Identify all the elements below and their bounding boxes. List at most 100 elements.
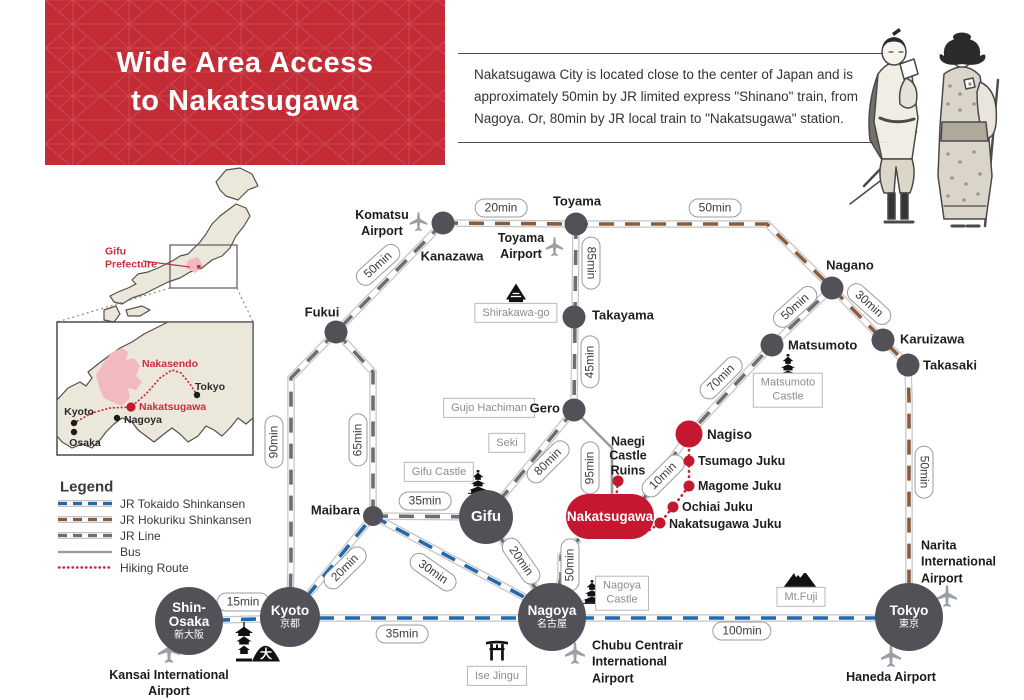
time-gero-nakatsugawa: 95min <box>580 441 600 495</box>
nagano-station-dot <box>820 276 844 300</box>
tsumago-juku-label: Tsumago Juku <box>698 454 786 468</box>
gifu-prefecture-label: Gifu Prefecture <box>105 245 157 270</box>
gujo-hachiman-box: Gujo Hachiman <box>443 397 535 419</box>
komatsu-plane-icon <box>409 212 428 232</box>
asanoha-pattern <box>45 0 445 165</box>
time-toyama-nagano: 50min <box>688 198 742 218</box>
inset-gifu-highlight <box>96 348 142 406</box>
inset-tokyo-label: Tokyo <box>194 381 226 393</box>
kansai-airport-label: Kansai International Airport <box>109 667 229 698</box>
toyama-airport-label: Toyama Airport <box>497 230 545 261</box>
time-fukui-kyoto: 90min <box>264 415 284 469</box>
time-shinosaka-kyoto: 15min <box>216 592 270 612</box>
ise-jingu-torii-icon <box>486 640 508 661</box>
inset-nakasendo-label: Nakasendo <box>141 358 199 370</box>
time-takasaki-tokyo: 50min <box>914 445 934 499</box>
inset-nakatsugawa-label: Nakatsugawa <box>139 401 207 413</box>
legend-bus-sample <box>58 550 112 554</box>
takayama-label: Takayama <box>592 307 654 323</box>
shirakawa-go-icon <box>505 282 527 303</box>
takasaki-label: Takasaki <box>923 357 977 373</box>
ochiai-juku-dot <box>667 501 679 513</box>
naegi-castle-ruins-label: Naegi Castle Ruins <box>609 434 647 478</box>
legend-hiking-sample <box>57 566 113 569</box>
nakatsugawa-station-label: Nakatsugawa <box>566 509 654 524</box>
matsumoto-castle-box: Matsumoto Castle <box>752 372 824 408</box>
magome-juku-dot <box>683 480 695 492</box>
takasaki-station-dot <box>896 353 920 377</box>
prefecture-pointer-line <box>142 260 191 268</box>
nakatsugawa-juku-label: Nakatsugawa Juku <box>669 517 782 531</box>
legend-hokuriku-sample <box>58 516 112 523</box>
tokyo-hub: Tokyo 東京 <box>875 583 943 651</box>
fukui-label: Fukui <box>304 304 340 320</box>
inset-kyoto-label: Kyoto <box>64 406 94 418</box>
time-fukui-maibara: 65min <box>348 413 368 467</box>
gifu-prefecture-highlight <box>186 257 203 273</box>
title-banner: Wide Area Access to Nakatsugawa <box>45 0 445 165</box>
chubu-centrair-airport-label: Chubu Centrair International Airport <box>592 638 683 686</box>
matsumoto-label: Matsumoto <box>788 337 858 353</box>
ise-jingu-box: Ise Jingu <box>466 665 528 687</box>
poster-title-line2: to Nakatsugawa <box>131 84 359 117</box>
magome-juku-label: Magome Juku <box>698 479 782 493</box>
narita-airport-label: Narita International Airport <box>921 538 997 586</box>
legend-label-tokaido: JR Tokaido Shinkansen <box>120 497 246 511</box>
inset-nakatsugawa-dot <box>126 402 136 412</box>
ochiai-juku-label: Ochiai Juku <box>682 500 753 514</box>
edo-travelers-illustration <box>849 28 1000 228</box>
nakatsugawa-station-node: Nakatsugawa <box>566 494 654 539</box>
naegi-castle-ruins-dot <box>612 475 624 487</box>
shin-osaka-label-en: Shin- Osaka <box>168 599 210 629</box>
japan-locator-map <box>56 167 259 456</box>
time-kanazawa-toyama: 20min <box>474 198 528 218</box>
honshu-shape <box>109 203 251 305</box>
toyama-label: Toyama <box>552 193 602 209</box>
legend-label-jrline: JR Line <box>120 529 161 543</box>
gifu-castle-box: Gifu Castle <box>403 461 475 483</box>
kyoto-hub: Kyoto 京都 <box>260 587 320 647</box>
zoom-connector-lines <box>56 287 254 323</box>
kanazawa-station-dot <box>431 211 455 235</box>
time-maibara-gifu: 35min <box>398 491 452 511</box>
maibara-station-dot <box>363 506 383 526</box>
nagiso-station-dot <box>675 420 703 448</box>
time-takayama-gero: 45min <box>580 335 600 389</box>
nakatsugawa-mini-marker <box>197 265 201 269</box>
time-toyama-takayama: 85min <box>581 236 601 290</box>
kyushu-shape <box>103 305 121 323</box>
legend-title: Legend <box>60 478 114 496</box>
toyama-station-dot <box>564 212 588 236</box>
inset-osaka-label: Osaka <box>69 437 101 449</box>
seki-box: Seki <box>488 432 526 454</box>
matsumoto-station-dot <box>760 333 784 357</box>
inset-tokyo-dot <box>193 391 201 399</box>
mt-fuji-icon <box>783 573 817 588</box>
nagoya-castle-box: Nagoya Castle <box>595 575 649 611</box>
shikoku-shape <box>125 305 151 317</box>
komatsu-airport-label: Komatsu Airport <box>355 207 409 238</box>
shin-osaka-label-jp: 新大阪 <box>174 630 204 642</box>
karuizawa-label: Karuizawa <box>900 331 965 347</box>
tokyo-label-jp: 東京 <box>899 619 919 631</box>
gero-label: Gero <box>529 400 560 416</box>
inset-kyoto-dot <box>70 419 78 427</box>
gero-station-dot <box>562 398 586 422</box>
karuizawa-station-dot <box>871 328 895 352</box>
takayama-station-dot <box>562 305 586 329</box>
time-nagoya-nakatsugawa: 50min <box>560 538 580 592</box>
kyoto-label-jp: 京都 <box>280 619 300 631</box>
gifu-label-en: Gifu <box>471 508 501 526</box>
nagiso-label: Nagiso <box>707 427 753 443</box>
route-bus-gero-nakatsugawa <box>573 409 614 497</box>
hokkaido-shape <box>215 167 259 201</box>
inset-nagoya-label: Nagoya <box>124 414 162 426</box>
time-nagoya-tokyo: 100min <box>712 621 772 641</box>
nagoya-hub: Nagoya 名古屋 <box>518 583 586 651</box>
inset-nagoya-dot <box>113 414 121 422</box>
toyama-plane-icon <box>545 237 564 257</box>
fukui-station-dot <box>324 320 348 344</box>
intro-paragraph: Nakatsugawa City is located close to the… <box>458 53 888 143</box>
